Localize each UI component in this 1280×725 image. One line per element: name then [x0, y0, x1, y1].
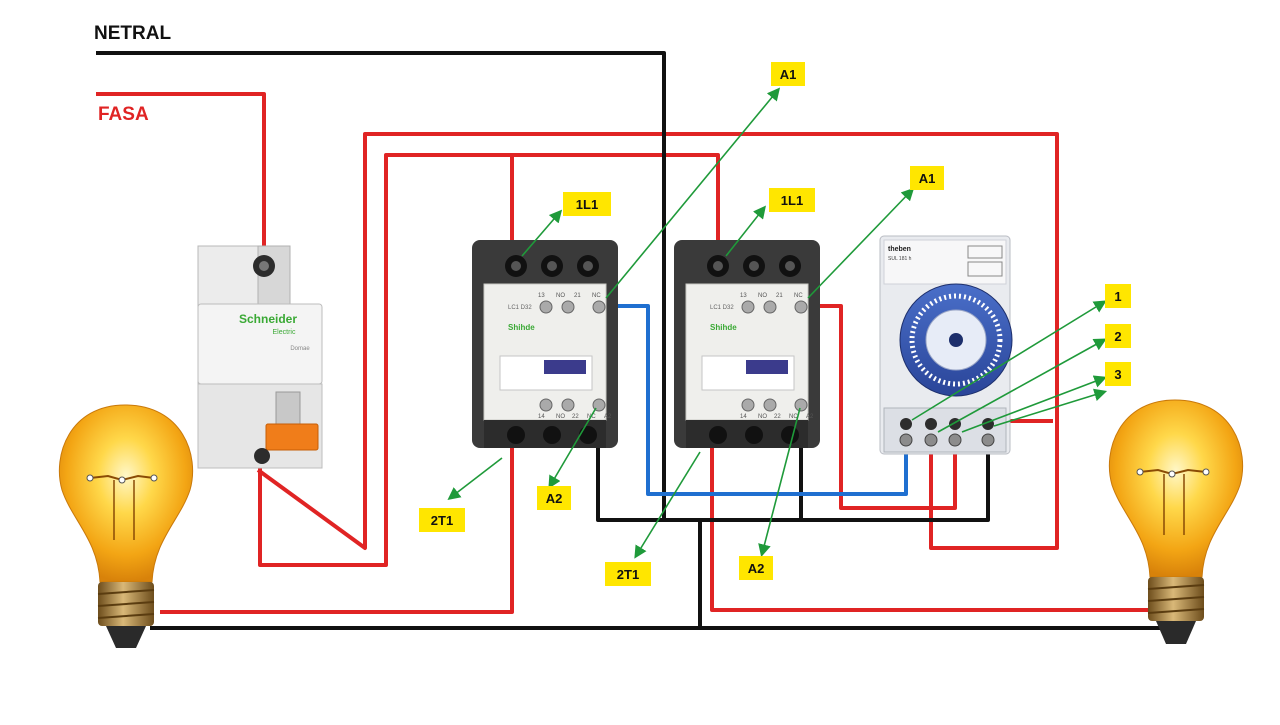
timer-terminal-diagram — [967, 245, 1003, 259]
tag-2t1-left-text: 2T1 — [431, 513, 453, 528]
contactor-right-bottom-terminal: 22 — [774, 414, 781, 420]
phase-label: FASA — [98, 104, 149, 125]
tag-2t1-left: 2T1 — [419, 508, 465, 532]
contactor-right-bottom-terminal: 14 — [740, 414, 747, 420]
contactor-left-bottom-terminal: 22 — [572, 414, 579, 420]
contactor-right-model: LC1 D32 — [710, 305, 734, 311]
breaker-model: Domae — [290, 346, 310, 352]
tag-a2-left: A2 — [537, 486, 571, 510]
contactor-left-top-terminal: 13 — [538, 293, 545, 299]
tag-timer-1-text: 1 — [1114, 289, 1121, 304]
tag-1l1-left-text: 1L1 — [576, 197, 598, 212]
bulb-left — [58, 404, 194, 648]
phase-wires — [96, 92, 1148, 614]
tag-1l1-right: 1L1 — [769, 188, 815, 212]
contactor-right: 13 NO 21 NC LC1 D32 Shihde 14 NO 22 NC A… — [674, 240, 820, 448]
breaker-brand-sub: Electric — [273, 329, 296, 336]
breaker-window — [275, 391, 301, 427]
breaker-toggle — [265, 423, 319, 451]
contactor-left-top-terminal: NO — [556, 293, 565, 299]
contactor-left-brand: Shihde — [508, 323, 535, 332]
control-wire — [604, 304, 908, 496]
contactor-left: 13 NO 21 NC LC1 D32 Shihde 14 NO 22 NC A… — [472, 240, 618, 448]
breaker-brand: Schneider — [239, 312, 297, 326]
tag-a1-right: A1 — [910, 166, 944, 190]
neutral-label: NETRAL — [94, 23, 171, 44]
tag-a2-left-text: A2 — [546, 491, 563, 506]
bulb-right — [1108, 399, 1244, 644]
contactor-left-bottom-terminal: NC — [587, 414, 596, 420]
tag-timer-3-text: 3 — [1114, 367, 1121, 382]
pointer-lines — [447, 87, 1108, 559]
tag-1l1-left: 1L1 — [563, 192, 611, 216]
contactor-left-top-terminal: 21 — [574, 293, 581, 299]
contactor-right-top-terminal: NO — [758, 293, 767, 299]
contactor-left-bottom-terminal: A2 — [604, 414, 612, 420]
timer-switch: theben SUL 181 h — [879, 235, 1013, 455]
tag-2t1-right: 2T1 — [605, 562, 651, 586]
contactor-right-top-terminal: NC — [794, 293, 803, 299]
contactor-right-top-terminal: 13 — [740, 293, 747, 299]
tag-timer-2-text: 2 — [1114, 329, 1121, 344]
tag-a2-right-text: A2 — [748, 561, 765, 576]
contactor-left-bottom-terminal: 14 — [538, 414, 545, 420]
contactor-right-brand: Shihde — [710, 323, 737, 332]
circuit-breaker: Schneider Electric Domae — [197, 245, 323, 469]
tag-timer-2: 2 — [1105, 324, 1131, 348]
contactor-right-bottom-terminal: NO — [758, 414, 767, 420]
tag-a1-left: A1 — [771, 62, 805, 86]
contactor-left-model: LC1 D32 — [508, 305, 532, 311]
tag-a1-left-text: A1 — [780, 67, 797, 82]
contactor-left-bottom-terminal: NO — [556, 414, 565, 420]
timer-brand: theben — [888, 246, 911, 253]
tag-2t1-right-text: 2T1 — [617, 567, 639, 582]
breaker-bottom-screw — [254, 448, 270, 464]
tag-a2-right: A2 — [739, 556, 773, 580]
contactor-right-bottom-terminal: NC — [789, 414, 798, 420]
tag-timer-3: 3 — [1105, 362, 1131, 386]
contactor-right-top-terminal: 21 — [776, 293, 783, 299]
timer-model: SUL 181 h — [888, 256, 912, 262]
contactor-left-top-terminal: NC — [592, 293, 601, 299]
tag-a1-right-text: A1 — [919, 171, 936, 186]
tag-1l1-right-text: 1L1 — [781, 193, 803, 208]
tag-timer-1: 1 — [1105, 284, 1131, 308]
contactor-right-bottom-terminal: A2 — [806, 414, 814, 420]
